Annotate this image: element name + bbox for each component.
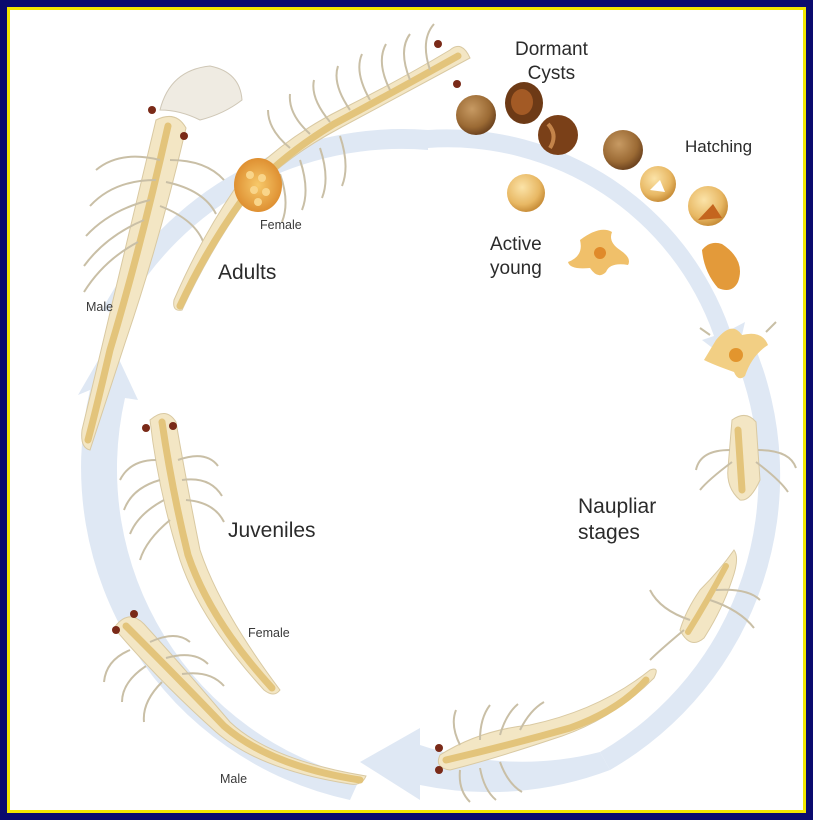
juvenile-female-label: Female: [248, 626, 290, 641]
dormant-cysts-label: Dormant Cysts: [515, 38, 588, 86]
adult-male-label: Male: [86, 300, 113, 315]
adult-female-label: Female: [260, 218, 302, 233]
adult-male-icon: [82, 66, 242, 450]
adults-label: Adults: [218, 260, 276, 286]
hatching-label: Hatching: [685, 137, 752, 157]
juvenile-male-label: Male: [220, 772, 247, 787]
life-cycle-diagram: [10, 10, 806, 813]
naupliar-stages-label: Naupliar stages: [578, 494, 656, 546]
active-young-label: Active young: [490, 233, 542, 281]
nauplius-stage-2-icon: [696, 415, 796, 500]
juveniles-label: Juveniles: [228, 518, 316, 544]
diagram-canvas: Dormant Cysts Hatching Active young Adul…: [7, 7, 806, 813]
